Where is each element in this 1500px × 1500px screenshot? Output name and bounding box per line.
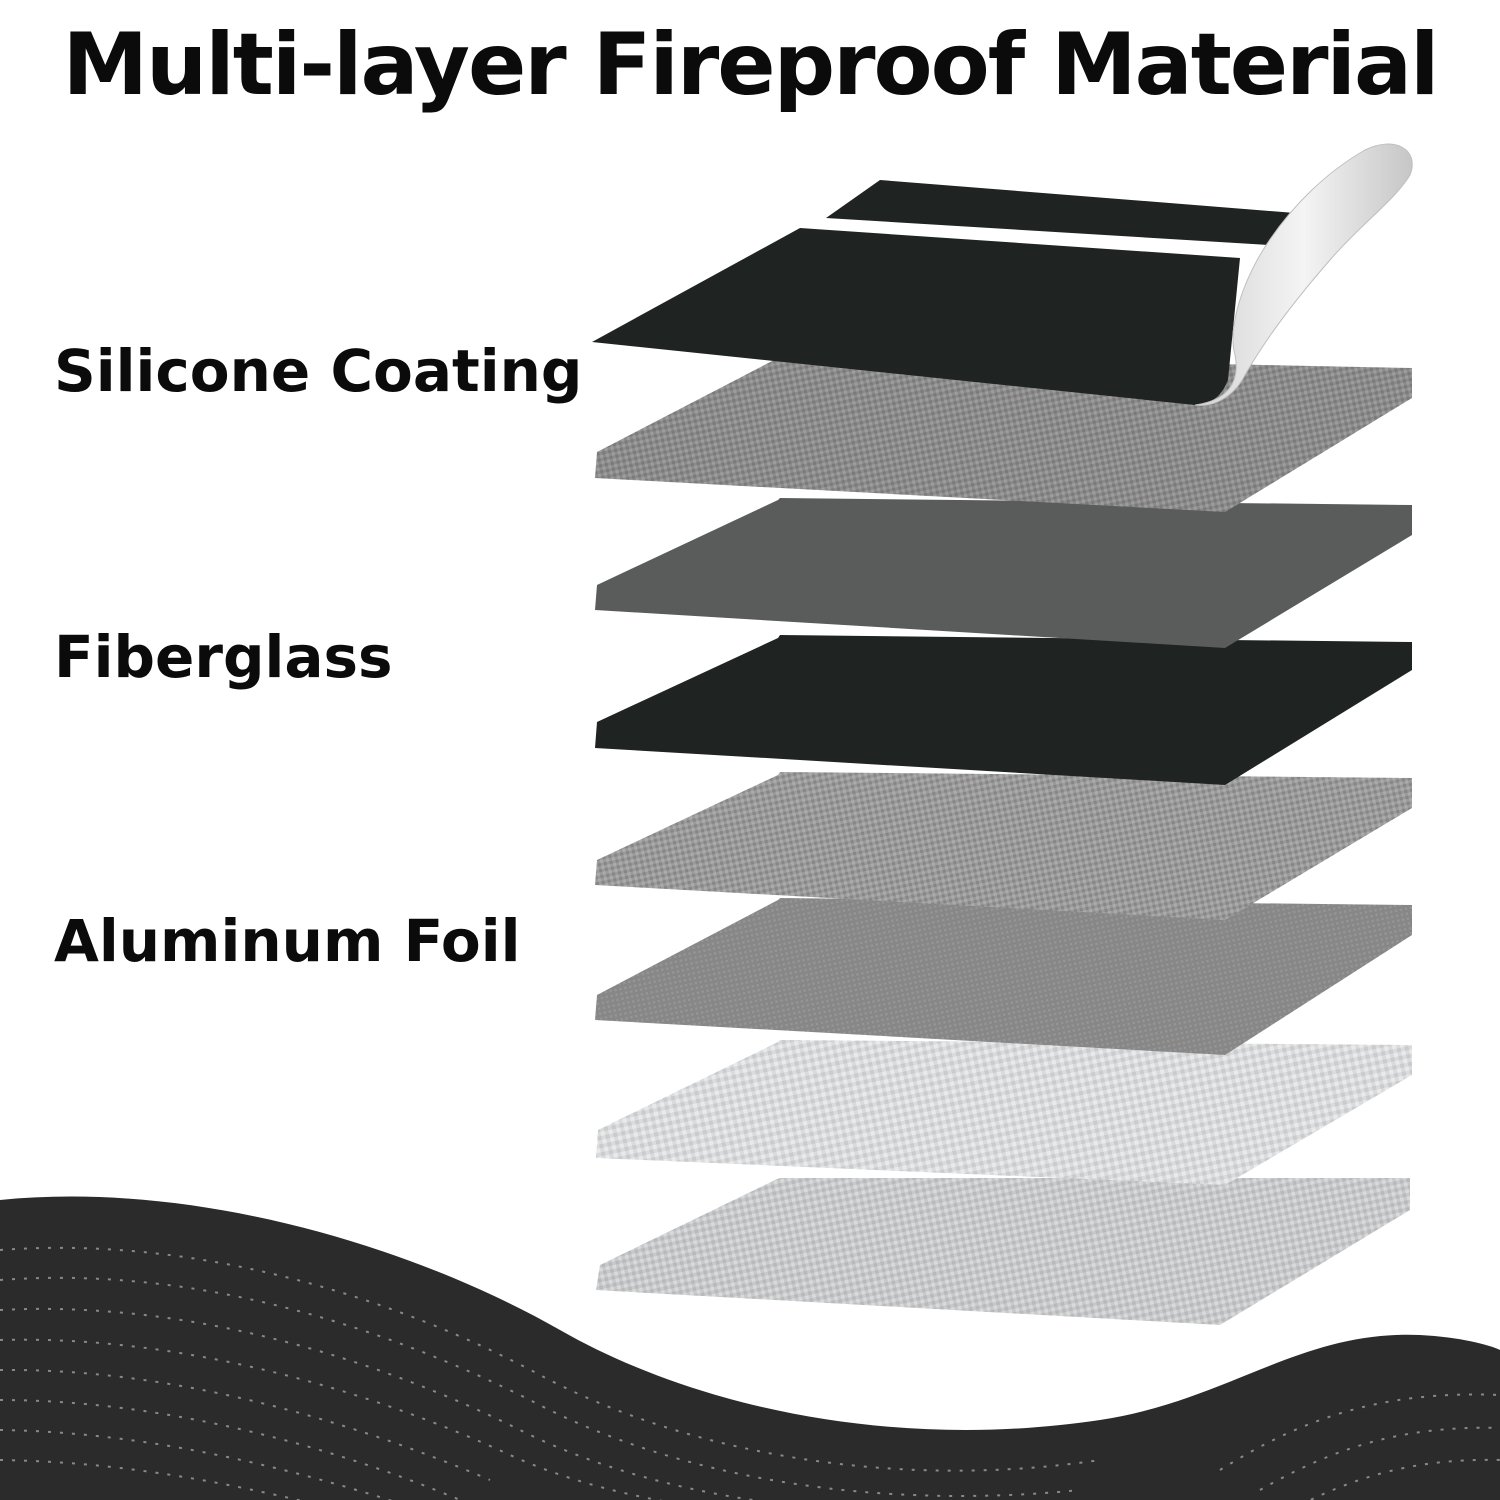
label-aluminum-foil: Aluminum Foil (54, 907, 521, 975)
wave-background (0, 1196, 1500, 1500)
label-fiberglass: Fiberglass (54, 623, 393, 691)
layer-fiberglass-light (595, 772, 1412, 920)
layer-grey-fabric (595, 898, 1412, 1055)
layer-fiberglass-dark (595, 498, 1412, 648)
layer-silicone-coating (592, 143, 1413, 406)
peeled-corner (1194, 143, 1413, 406)
page-title: Multi-layer Fireproof Material (62, 15, 1439, 115)
layer-foil-top (596, 1040, 1412, 1185)
label-silicone-coating: Silicone Coating (54, 337, 583, 405)
layer-foil-bottom (596, 1178, 1410, 1325)
layer-dark-fabric (595, 635, 1412, 785)
